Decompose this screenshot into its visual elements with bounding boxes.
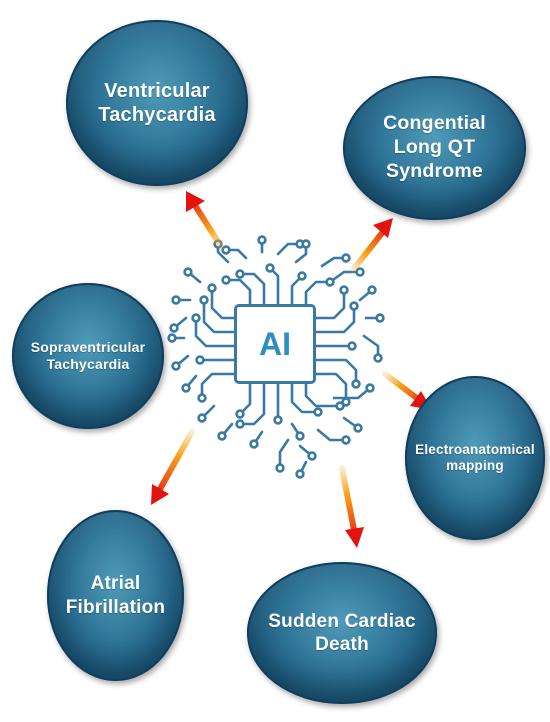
circuit-brain-icon [167,235,385,479]
node-ventricular-tachycardia: Ventricular Tachycardia [66,20,248,186]
circuit-node [349,301,359,311]
node-electroanatomical-mapping: Electroanatomical mapping [405,376,545,540]
arrow-to-sudden-cardiac-death [339,465,364,548]
circuit-trace [314,304,356,334]
ai-chip-icon: AI [234,304,316,384]
node-sudden-cardiac-death: Sudden Cardiac Death [247,562,437,704]
circuit-trace [314,288,346,320]
circuit-node [365,383,375,393]
circuit-node [235,269,245,279]
circuit-trace [332,386,372,400]
node-label: Electroanatomical mapping [415,441,535,473]
circuit-trace [304,382,342,408]
circuit-trace [210,286,238,320]
circuit-trace [200,372,238,400]
circuit-node [171,361,181,371]
circuit-trace [314,358,358,386]
circuit-node [217,431,227,441]
circuit-node [257,235,267,245]
node-label: Congential Long QT Syndrome [383,112,486,182]
circuit-node [195,355,205,365]
circuit-trace [238,382,252,416]
node-label: Ventricular Tachycardia [98,79,216,126]
circuit-node [249,439,259,449]
circuit-trace [238,382,266,426]
circuit-node [199,295,209,305]
circuit-node [367,285,377,295]
circuit-trace [194,316,238,348]
circuit-node [275,463,285,473]
circuit-node [273,415,283,425]
circuit-node [197,393,207,403]
circuit-node [167,333,177,343]
circuit-trace [290,274,304,306]
circuit-trace [328,270,362,284]
node-congenital-long-qt-syndrome: Congential Long QT Syndrome [343,76,526,220]
circuit-node [307,451,317,461]
ai-label: AI [259,325,291,362]
circuit-node [301,239,311,249]
circuit-node [171,295,181,305]
circuit-trace [278,438,290,470]
circuit-trace [238,272,266,306]
circuit-node [183,267,193,277]
circuit-trace [316,428,348,442]
circuit-node [197,413,207,423]
circuit-trace [304,280,332,306]
node-label: Sopraventricular Tachycardia [30,338,146,372]
circuit-node [235,419,245,429]
circuit-node [347,341,357,351]
circuit-node [191,313,201,323]
circuit-node [295,469,305,479]
node-label: Sudden Cardiac Death [268,610,416,655]
circuit-node [373,353,383,363]
node-atrial-fibrillation: Atrial Fibrillation [47,510,184,681]
circuit-node [297,271,307,281]
circuit-node [295,431,305,441]
circuit-node [335,401,345,411]
circuit-node [341,435,351,445]
circuit-node [355,267,365,277]
circuit-trace [314,372,348,404]
circuit-trace [202,298,238,334]
circuit-node [221,275,231,285]
circuit-node [351,379,361,389]
circuit-node [339,285,349,295]
circuit-node [341,253,351,263]
node-label: Atrial Fibrillation [65,573,166,618]
circuit-node [169,323,179,333]
circuit-trace [268,266,280,306]
circuit-node [341,397,351,407]
circuit-node [313,407,323,417]
circuit-trace [224,278,252,306]
arrow-to-ventricular-tachycardia [186,191,225,251]
circuit-node [181,383,191,393]
circuit-node [353,423,363,433]
circuit-node [325,277,335,287]
arrow-to-congenital-long-qt [350,218,393,273]
circuit-node [265,263,275,273]
circuit-node [235,409,245,419]
circuit-trace [290,382,320,414]
circuit-node [207,283,217,293]
arrow-to-atrial-fibrillation [151,429,195,505]
node-sopraventricular-tachycardia: Sopraventricular Tachycardia [12,283,164,429]
circuit-node [375,313,385,323]
